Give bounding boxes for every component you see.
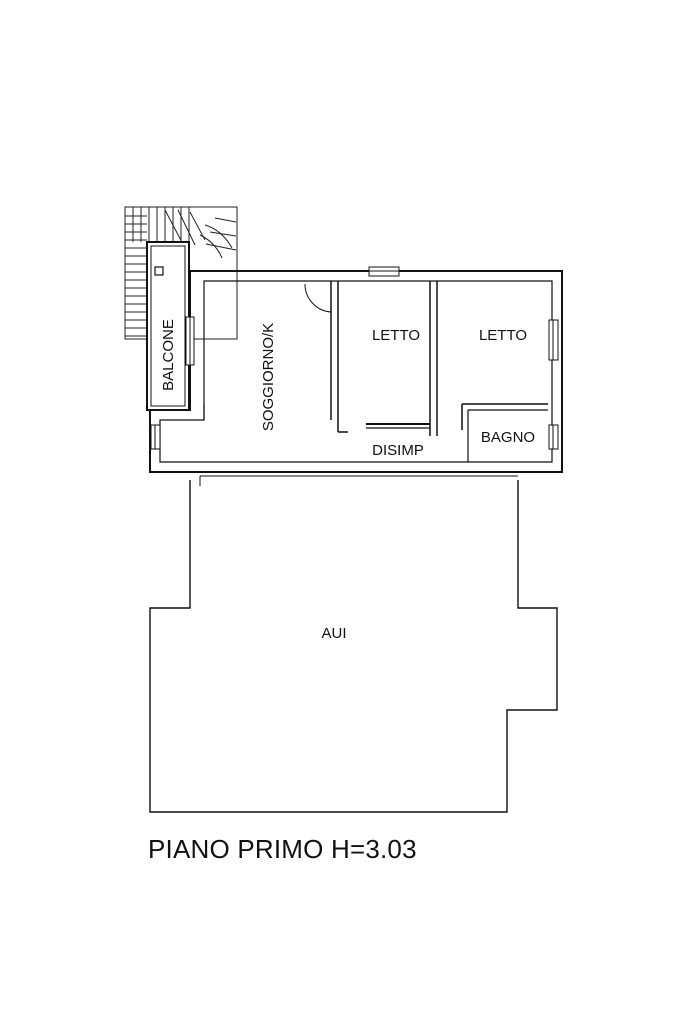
aui-outline	[149, 480, 558, 813]
door-swing	[304, 283, 332, 313]
room-label-aui: AUI	[321, 625, 346, 642]
apartment-walls	[149, 270, 563, 473]
room-label-bagno: BAGNO	[481, 429, 535, 446]
balcone-fixture	[154, 266, 164, 276]
plan-caption: PIANO PRIMO H=3.03	[148, 834, 417, 864]
aui-top-edge	[199, 475, 518, 486]
balcone-outline	[146, 241, 190, 411]
room-label-letto-2: LETTO	[479, 327, 527, 344]
room-label-soggiorno: SOGGIORNO/K	[260, 323, 277, 431]
room-label-balcone: BALCONE	[160, 319, 177, 391]
room-label-disimp: DISIMP	[372, 442, 424, 459]
room-label-letto-1: LETTO	[372, 327, 420, 344]
windows	[150, 266, 559, 450]
